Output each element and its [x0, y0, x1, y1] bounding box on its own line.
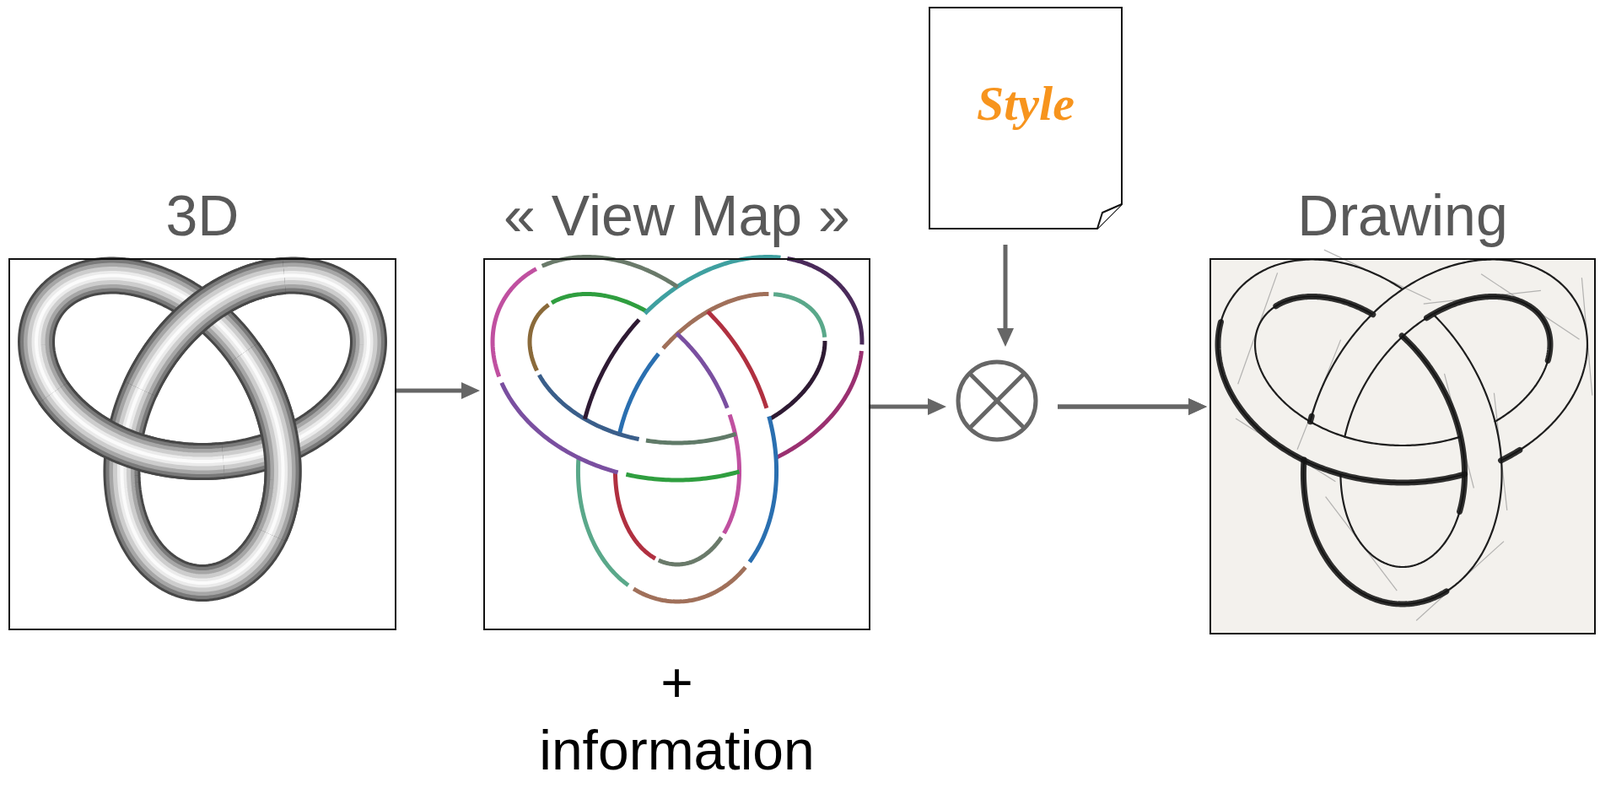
tube-shade [243, 352, 284, 534]
view-map-stroke [786, 258, 862, 345]
view-map-stroke [769, 340, 825, 420]
view-map-knot [492, 257, 862, 603]
view-map-stroke [619, 353, 659, 435]
view-map-stroke [658, 537, 722, 565]
arrow-head [996, 328, 1014, 347]
view-map-stroke [501, 382, 619, 473]
sketch-thick-line [1501, 449, 1520, 460]
tube-shade [36, 275, 369, 583]
page-border [929, 7, 1122, 229]
box-note: + information [538, 648, 814, 784]
arrow-shaft [870, 404, 928, 410]
tube-shade [53, 392, 223, 462]
tube-shade [243, 352, 284, 534]
arrow-shaft [396, 388, 462, 394]
view-map-stroke [645, 257, 782, 314]
tube-shade [53, 392, 223, 462]
tube-shade [243, 352, 284, 534]
arrow-head [1188, 398, 1207, 415]
sketch-line [1303, 313, 1502, 604]
view-map-stroke [775, 350, 862, 458]
box-heading-wrap: 3D [0, 182, 496, 248]
drawing-box: Drawing [1209, 258, 1596, 635]
sketch-thick-line [1217, 322, 1466, 483]
sketched-knot [1217, 249, 1593, 620]
view-map-stroke [773, 294, 825, 338]
box-heading-wrap: Drawing [1109, 182, 1600, 248]
shaded-knot [36, 275, 369, 583]
tube-shade [53, 392, 223, 462]
tube-shade [36, 275, 369, 583]
arrow-head [461, 382, 480, 399]
sketch-thick-line [1276, 296, 1374, 315]
sketch-line [1344, 296, 1551, 438]
tube-shade [53, 392, 223, 462]
style-sheet: Style [928, 6, 1123, 230]
page-fold [1097, 204, 1122, 229]
arrow-head [927, 398, 947, 415]
sketch-thick-line [1309, 415, 1312, 421]
view-map-stroke [749, 415, 777, 561]
tube-shade [36, 275, 369, 583]
tube-shade [53, 392, 223, 462]
view-map-stroke [551, 294, 648, 313]
sketch-line [1217, 259, 1466, 484]
view-map-stroke [676, 333, 728, 409]
view-map-stroke [529, 304, 549, 371]
flow-arrow [396, 382, 480, 399]
tube-shade [243, 352, 284, 534]
combine-cross [969, 373, 1025, 429]
style-label: Style [976, 75, 1075, 131]
view-map-stroke [625, 471, 739, 480]
tube-shade [243, 352, 284, 534]
sketch-thick-line [1427, 296, 1551, 361]
box-heading: 3D [166, 183, 240, 248]
combine-cross [969, 373, 1025, 429]
box-heading-wrap: « View Map » [383, 182, 970, 248]
tube-shade [243, 352, 284, 534]
view-map-stroke [492, 269, 537, 378]
flow-arrow [870, 398, 1207, 415]
style-label-wrap: Style [928, 77, 1123, 130]
paper-ground [1209, 258, 1596, 635]
view-map-stroke [633, 566, 746, 602]
tube-shade [36, 275, 369, 583]
tube-shade [53, 392, 223, 462]
arrow-shaft [1003, 244, 1008, 329]
view-map-stroke [577, 457, 628, 586]
view-map-box: « View Map »+ information [483, 258, 871, 631]
box-heading: Drawing [1297, 183, 1508, 248]
view-map-stroke [584, 319, 639, 420]
combine-symbol [958, 361, 1036, 440]
view-map-stroke [646, 433, 737, 443]
view-map-stroke [614, 470, 656, 559]
view-map-stroke [707, 311, 767, 409]
combine-circle [958, 361, 1036, 440]
arrow-shaft [1057, 404, 1189, 410]
arrow-shaft [1057, 404, 1189, 410]
arrow-head [1188, 398, 1207, 415]
tube-shade [36, 275, 369, 583]
tube-shade [36, 275, 369, 583]
flow-arrow [996, 244, 1207, 415]
scene-box: 3D [8, 258, 397, 631]
sketch-line [1340, 335, 1465, 567]
box-note-wrap: + information [484, 648, 869, 784]
box-heading: « View Map » [503, 183, 851, 248]
sketch-line [1309, 259, 1588, 461]
view-map-stroke [542, 257, 679, 288]
